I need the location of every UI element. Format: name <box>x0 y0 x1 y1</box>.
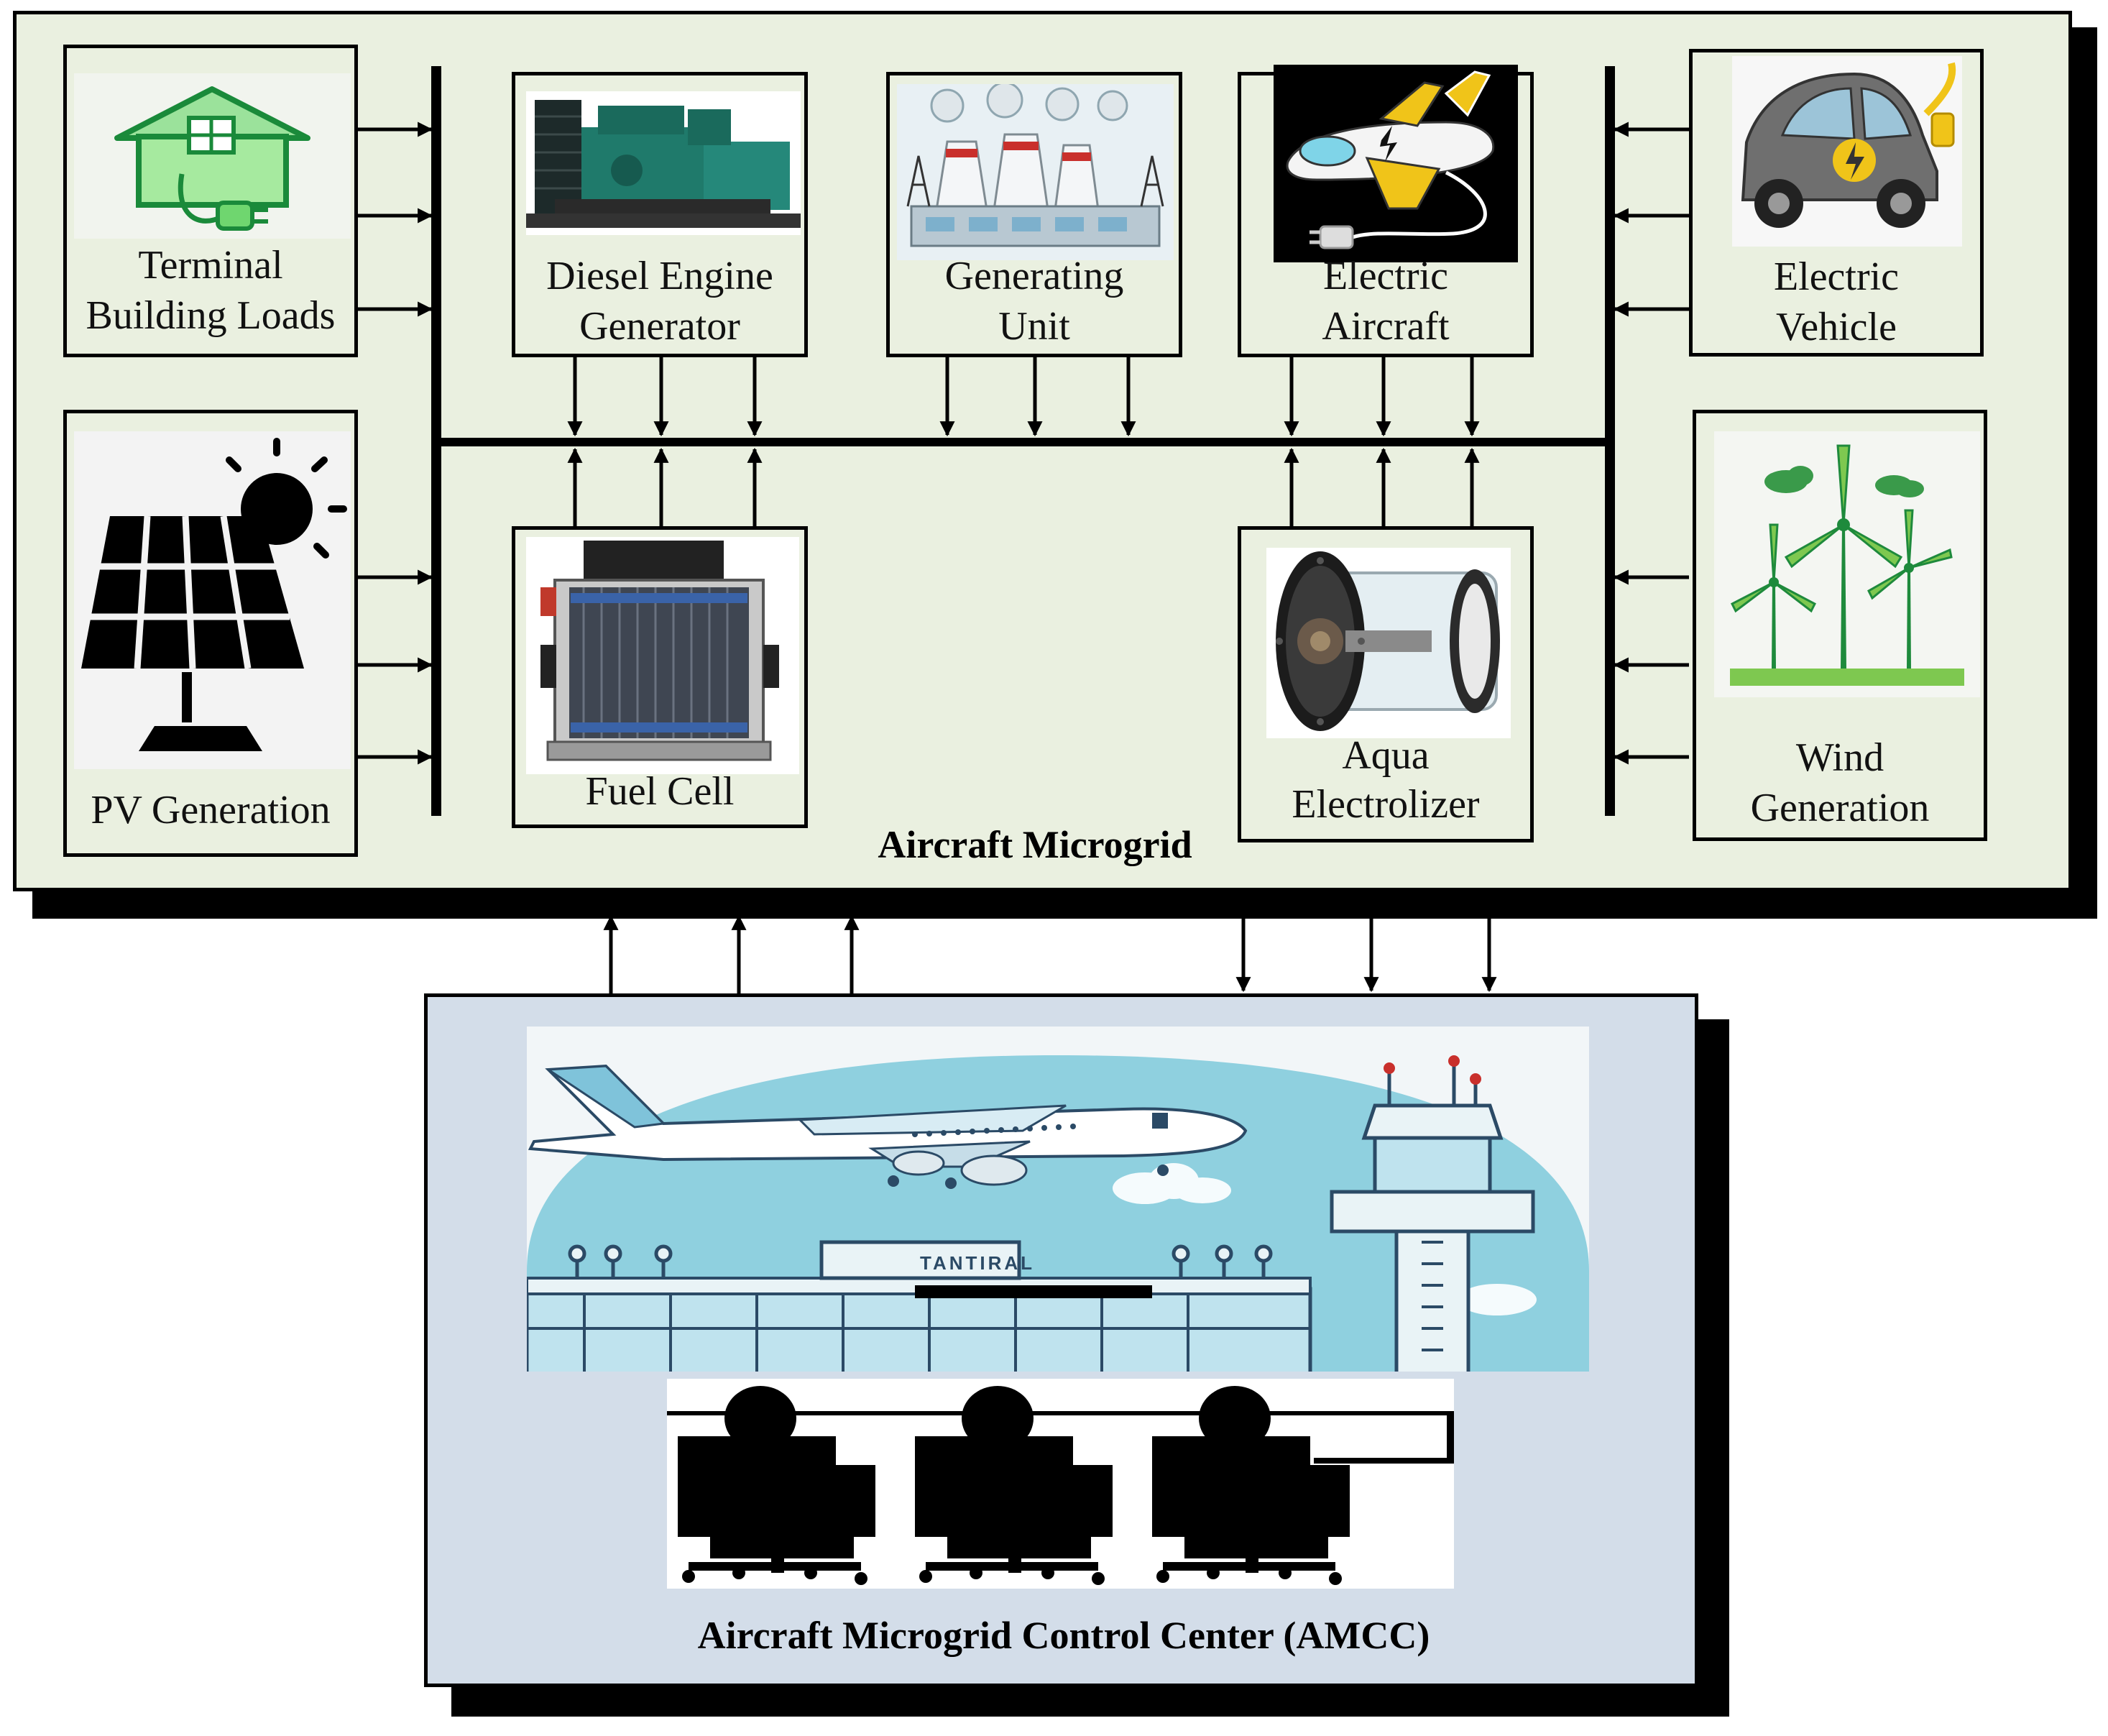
diesel-arrows <box>567 357 763 437</box>
electrolizer-label-2: Electrolizer <box>1292 782 1480 827</box>
electric-aircraft-label-2: Aircraft <box>1322 304 1450 349</box>
electric-car-icon <box>1732 56 1962 247</box>
solar-panel-icon <box>74 431 351 769</box>
wind-label-2: Generation <box>1750 786 1930 830</box>
operators-silhouette <box>667 1379 1454 1589</box>
ev-label-1: Electric <box>1773 254 1900 299</box>
electric-aircraft-icon <box>1274 65 1518 262</box>
generating-unit-label-1: Generating <box>944 254 1124 298</box>
ev-label-2: Vehicle <box>1776 305 1897 349</box>
generating-unit-label-2: Unit <box>998 304 1070 349</box>
electrolizer-arrows <box>1284 447 1480 526</box>
fuel-cell-box: Fuel Cell <box>512 526 808 828</box>
generating-unit-box: Generating Unit <box>886 72 1182 357</box>
amcc-to-microgrid-arrows <box>603 914 860 993</box>
fuel-cell-icon <box>526 537 799 774</box>
terminal-label-2: Building Loads <box>86 293 336 338</box>
airplane-shape <box>528 1064 1248 1189</box>
power-plant-icon <box>897 84 1174 260</box>
control-tower-shape <box>1330 1055 1535 1372</box>
airport-illustration: TANTIRAL <box>527 1027 1589 1372</box>
aircraft-arrows <box>1284 357 1480 437</box>
electric-aircraft-label-1: Electric <box>1322 254 1449 298</box>
diesel-generator-icon <box>526 91 801 235</box>
pv-label: PV Generation <box>91 788 331 832</box>
aqua-electrolizer-box: Aqua Electrolizer <box>1238 526 1534 842</box>
electric-aircraft-box: Electric Aircraft <box>1238 65 1534 357</box>
ev-arrows <box>1613 121 1689 317</box>
wind-generation-box: Wind Generation <box>1693 410 1987 841</box>
wind-turbine-icon <box>1714 431 1980 697</box>
fuel-cell-label: Fuel Cell <box>585 769 735 814</box>
wind-arrows <box>1613 569 1689 765</box>
microgrid-to-amcc-arrows <box>1235 919 1497 993</box>
diesel-label-2: Generator <box>579 304 740 349</box>
house-plug-icon <box>74 73 351 239</box>
microgrid-title: Aircraft Microgrid <box>878 823 1192 866</box>
pv-arrows <box>356 569 433 765</box>
electrolizer-label-1: Aqua <box>1342 733 1430 778</box>
amcc-title: Aircraft Microgrid Control Center (AMCC) <box>697 1614 1430 1657</box>
operator-silhouettes <box>678 1386 1350 1585</box>
diesel-label-1: Diesel Engine <box>546 254 773 298</box>
terminal-building-loads-box: Terminal Building Loads <box>63 45 358 357</box>
electric-vehicle-box: Electric Vehicle <box>1689 49 1984 357</box>
terminal-building-shape: TANTIRAL <box>527 1240 1312 1372</box>
pv-generation-box: PV Generation <box>63 410 358 857</box>
diesel-generator-box: Diesel Engine Generator <box>512 72 808 357</box>
electrolizer-icon <box>1266 548 1511 738</box>
terminal-arrows <box>356 121 433 317</box>
fuel-cell-arrows <box>567 447 763 526</box>
airport-sign-text: TANTIRAL <box>920 1252 1035 1274</box>
wind-label-1: Wind <box>1795 735 1884 780</box>
generating-unit-arrows <box>939 357 1136 437</box>
terminal-label-1: Terminal <box>138 243 283 288</box>
